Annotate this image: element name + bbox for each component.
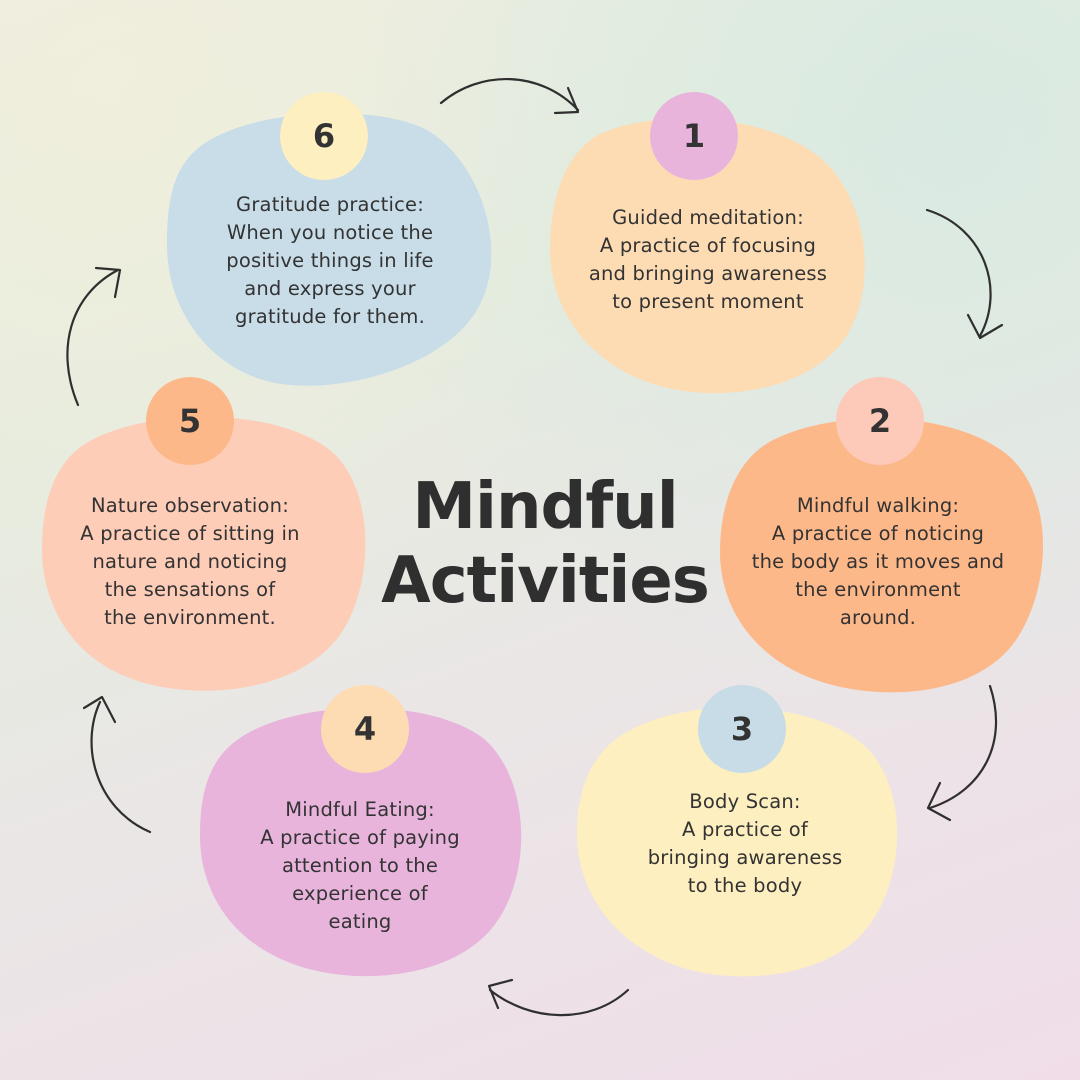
step-4-line-3: attention to the	[281, 854, 439, 877]
step-2-number-badge: 2	[836, 377, 924, 465]
step-1-text: Guided meditation: A practice of focusin…	[553, 204, 863, 316]
step-5-line-2: A practice of sitting in	[80, 522, 300, 545]
step-1-line-4: to present moment	[612, 290, 804, 313]
arrow-5-to-6-icon	[66, 266, 122, 407]
step-6-blob-shape	[167, 113, 492, 386]
step-6-number-badge: 6	[280, 92, 368, 180]
step-3-number: 3	[730, 710, 754, 748]
step-5-blob-path	[42, 416, 366, 691]
step-5-number-badge: 5	[146, 377, 234, 465]
step-6-text: Gratitude practice: When you notice the …	[175, 191, 485, 331]
step-5-card: Nature observation: A practice of sittin…	[40, 410, 370, 695]
step-2-heading: Mindful walking:	[796, 494, 960, 517]
step-3-line-3: bringing awareness	[647, 846, 843, 869]
step-1-card: Guided meditation: A practice of focusin…	[548, 112, 868, 397]
arrow-6-to-1-icon	[439, 77, 580, 115]
step-5-number: 5	[178, 402, 202, 440]
step-4-number: 4	[353, 710, 377, 748]
step-4-card: Mindful Eating: A practice of paying att…	[198, 698, 528, 980]
step-1-line-3: and bringing awareness	[588, 262, 828, 285]
step-4-blob-path	[200, 707, 522, 977]
step-2-blob-path	[720, 418, 1043, 693]
step-6-line-2: When you notice the	[226, 221, 434, 244]
step-2-line-5: around.	[839, 606, 917, 629]
step-6-line-3: positive things in life	[226, 249, 434, 272]
step-1-line-2: A practice of focusing	[599, 234, 817, 257]
step-5-line-4: the sensations of	[104, 578, 276, 601]
step-3-blob-shape	[577, 707, 898, 977]
step-2-blob-shape	[720, 418, 1043, 693]
step-6-number: 6	[312, 117, 336, 155]
step-2-line-4: the environment	[795, 578, 961, 601]
step-5-line-3: nature and noticing	[92, 550, 288, 573]
step-4-heading: Mindful Eating:	[285, 798, 435, 821]
step-2-card: Mindful walking: A practice of noticing …	[718, 412, 1048, 697]
arrow-3-to-4-icon	[487, 978, 630, 1017]
page-title-line-1: Mindful	[412, 470, 678, 544]
step-6-blob-path	[167, 113, 492, 386]
step-3-text: Body Scan: A practice of bringing awaren…	[590, 788, 900, 900]
step-2-line-3: the body as it moves and	[751, 550, 1005, 573]
step-3-line-2: A practice of	[682, 818, 808, 841]
step-1-heading: Guided meditation:	[612, 206, 804, 229]
arrow-4-to-5-icon	[82, 695, 152, 834]
step-1-number-badge: 1	[650, 92, 738, 180]
step-6-card: Gratitude practice: When you notice the …	[165, 105, 495, 390]
step-4-number-badge: 4	[321, 685, 409, 773]
step-5-heading: Nature observation:	[90, 494, 290, 517]
step-5-line-5: the environment.	[104, 606, 276, 629]
step-3-blob-path	[577, 707, 898, 977]
arrow-1-to-2-icon	[925, 208, 1004, 340]
arrow-2-to-3-icon	[926, 684, 998, 822]
step-3-heading: Body Scan:	[689, 790, 801, 813]
page-title: Mindful Activities	[360, 470, 730, 618]
step-4-text: Mindful Eating: A practice of paying att…	[210, 796, 510, 936]
step-1-number: 1	[682, 117, 706, 155]
step-1-blob-shape	[550, 118, 865, 394]
step-6-heading: Gratitude practice:	[236, 193, 424, 216]
step-4-line-4: experience of	[292, 882, 428, 905]
page-title-line-2: Activities	[381, 544, 710, 618]
step-5-blob-shape	[42, 416, 366, 691]
step-2-line-2: A practice of noticing	[771, 522, 985, 545]
step-4-line-5: eating	[328, 910, 392, 933]
step-4-blob-shape	[200, 707, 522, 977]
step-2-text: Mindful walking: A practice of noticing …	[728, 492, 1028, 632]
step-6-line-4: and express your	[244, 277, 416, 300]
step-4-line-2: A practice of paying	[260, 826, 460, 849]
step-3-line-4: to the body	[687, 874, 803, 897]
step-6-line-5: gratitude for them.	[235, 305, 425, 328]
step-1-blob-path	[550, 118, 865, 394]
step-3-card: Body Scan: A practice of bringing awaren…	[575, 698, 905, 980]
step-5-text: Nature observation: A practice of sittin…	[40, 492, 340, 632]
step-3-number-badge: 3	[698, 685, 786, 773]
step-2-number: 2	[868, 402, 892, 440]
